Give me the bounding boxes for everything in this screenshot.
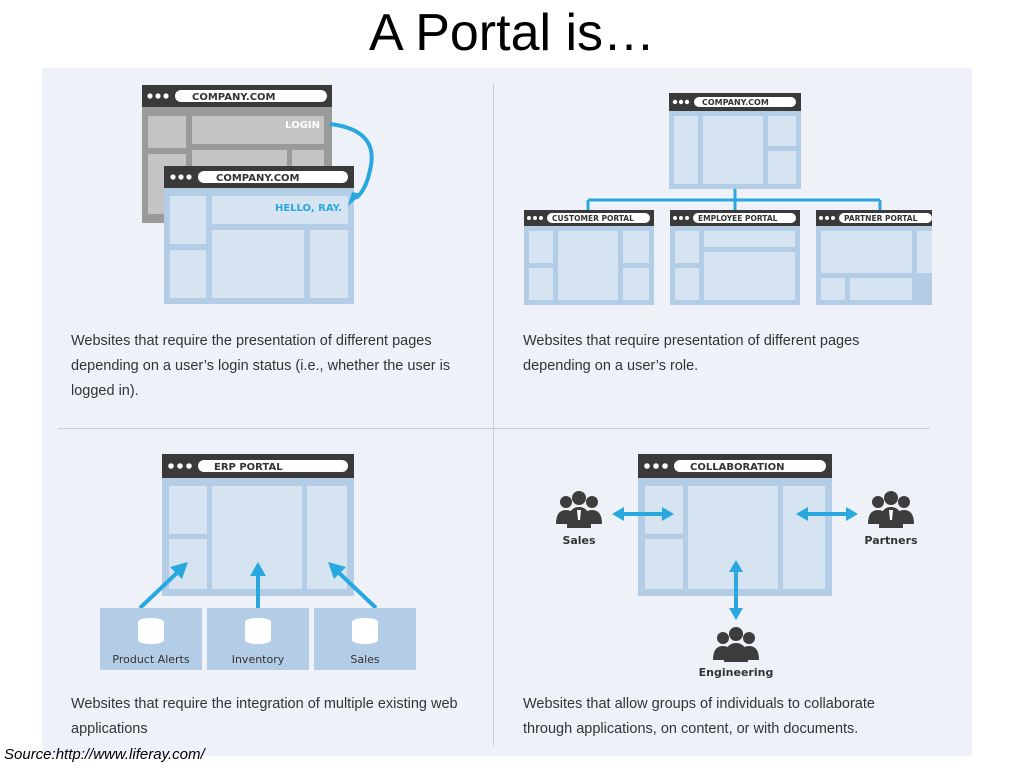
engineering-group-icon	[713, 627, 759, 662]
group-label-partners: Partners	[864, 534, 918, 547]
vertical-divider	[493, 84, 494, 746]
group-label-sales: Sales	[562, 534, 596, 547]
customer-portal-window: CUSTOMER PORTAL	[524, 210, 654, 305]
source-app-product-alerts: Product Alerts	[100, 608, 202, 670]
hello-label: HELLO, RAY.	[275, 203, 342, 214]
integration-arrows	[138, 562, 378, 610]
source-label-sales: Sales	[350, 653, 380, 666]
login-status-diagram: COMPANY.COM LOGIN COMPANY.COM HELLO, RAY…	[142, 85, 374, 304]
slide-title: A Portal is…	[368, 4, 656, 62]
front-url-text: COMPANY.COM	[216, 173, 300, 184]
back-url-text: COMPANY.COM	[192, 92, 276, 103]
login-caption: Websites that require the presentation o…	[71, 333, 451, 399]
logged-out-window: COMPANY.COM LOGIN	[142, 85, 332, 223]
employee-portal-url: EMPLOYEE PORTAL	[698, 214, 778, 223]
erp-caption: Websites that require the integration of…	[71, 696, 458, 737]
collab-url-text: COLLABORATION	[690, 462, 785, 473]
role-top-url: COMPANY.COM	[702, 98, 769, 107]
partners-group-icon	[868, 491, 914, 528]
collaboration-diagram: COLLABORATION Sales Partners Engineering	[556, 454, 918, 679]
horizontal-divider	[58, 428, 930, 429]
role-portals-diagram: COMPANY.COM CUSTOMER PORTAL EMPLOYEE POR…	[524, 93, 932, 305]
role-caption: Websites that require presentation of di…	[523, 333, 860, 374]
erp-url-text: ERP PORTAL	[214, 462, 283, 473]
group-label-engineering: Engineering	[699, 666, 774, 679]
logged-in-window: COMPANY.COM HELLO, RAY.	[164, 166, 354, 304]
source-label-inventory: Inventory	[232, 653, 285, 666]
source-app-inventory: Inventory	[207, 608, 309, 670]
employee-portal-window: EMPLOYEE PORTAL	[670, 210, 800, 305]
role-connector-lines	[586, 189, 882, 210]
login-redirect-arrow	[329, 122, 374, 206]
source-app-sales: Sales	[314, 608, 416, 670]
source-label-product-alerts: Product Alerts	[112, 653, 189, 666]
collab-arrows	[612, 507, 858, 620]
sales-group-icon	[556, 491, 602, 528]
erp-integration-diagram: ERP PORTAL Product Alerts Inventory Sale…	[100, 454, 416, 670]
collab-caption: Websites that allow groups of individual…	[523, 696, 875, 737]
login-label: LOGIN	[285, 120, 320, 131]
partner-portal-url: PARTNER PORTAL	[844, 214, 918, 223]
company-window: COMPANY.COM	[669, 93, 801, 189]
customer-portal-url: CUSTOMER PORTAL	[552, 214, 634, 223]
source-citation: Source:http://www.liferay.com/	[4, 746, 205, 763]
partner-portal-window: PARTNER PORTAL	[816, 210, 932, 305]
